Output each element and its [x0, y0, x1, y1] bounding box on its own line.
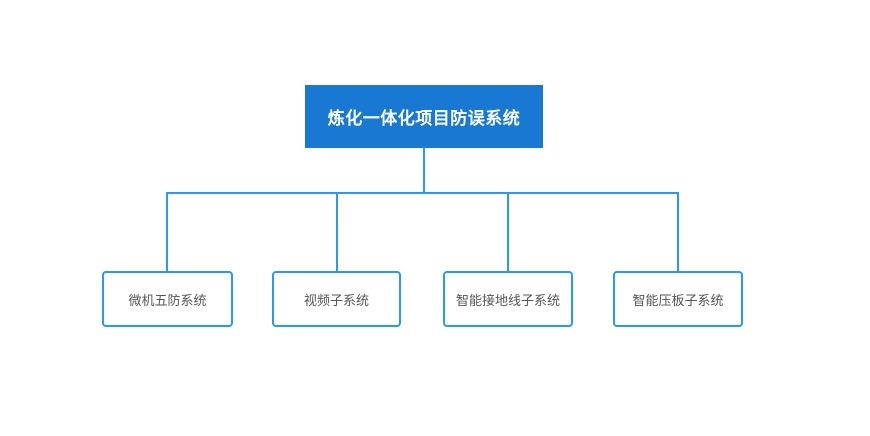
connector-drop-4	[677, 192, 679, 272]
connector-drop-3	[507, 192, 509, 272]
connector-drop-1	[166, 192, 168, 272]
connector-drop-2	[336, 192, 338, 272]
child-node-label: 微机五防系统	[128, 292, 207, 308]
child-node-label: 视频子系统	[303, 292, 369, 308]
child-node-label: 智能接地线子系统	[455, 292, 560, 308]
connector-root-stem	[423, 148, 425, 193]
child-node-label: 智能压板子系统	[632, 292, 724, 308]
child-node-grounding-wire-subsystem[interactable]: 智能接地线子系统	[443, 271, 573, 327]
child-node-video-subsystem[interactable]: 视频子系统	[272, 271, 401, 327]
root-node-label: 炼化一体化项目防误系统	[327, 109, 521, 128]
child-node-pressure-plate-subsystem[interactable]: 智能压板子系统	[613, 271, 743, 327]
root-node[interactable]: 炼化一体化项目防误系统	[305, 85, 543, 148]
child-node-wuji-wufang[interactable]: 微机五防系统	[102, 271, 233, 327]
connector-horizontal-bar	[166, 192, 679, 194]
